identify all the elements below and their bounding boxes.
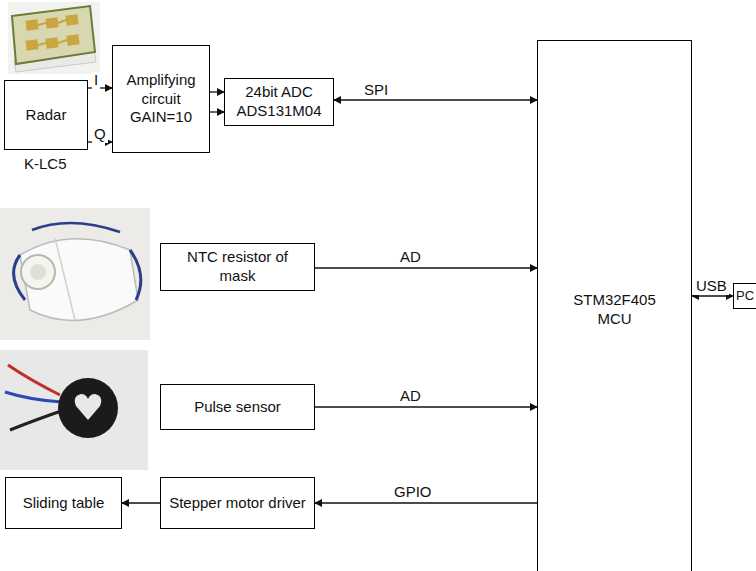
- box-label: Sliding table: [23, 494, 105, 513]
- signal-label: GPIO: [392, 484, 434, 501]
- ntc-box: NTC resistor of mask: [160, 243, 315, 291]
- box-label: Pulse sensor: [194, 398, 281, 417]
- adc-box: 24bit ADC ADS131M04: [224, 78, 334, 126]
- signal-arrow: [122, 502, 160, 503]
- text-group: Amplifying circuit GAIN=10: [117, 71, 205, 127]
- signal-arrow: [692, 295, 733, 296]
- model-label: K-LC5: [22, 156, 69, 173]
- signal-arrow: [315, 406, 537, 407]
- mask-photo: [0, 208, 150, 340]
- motor-driver-box: Stepper motor driver: [160, 477, 315, 529]
- pulse-sensor-photo: [0, 350, 148, 470]
- text-group: Stepper motor driver: [169, 494, 306, 513]
- text-group: Radar: [26, 106, 67, 125]
- signal-label: SPI: [362, 82, 390, 99]
- signal-label: USB: [694, 278, 729, 295]
- text-group: NTC resistor of mask: [168, 248, 308, 286]
- radar-photo: [8, 2, 100, 74]
- amplifier-box: Amplifying circuit GAIN=10: [112, 45, 210, 153]
- signal-arrow: [210, 91, 224, 92]
- text-group: 24bit ADC ADS131M04: [229, 83, 329, 121]
- box-label: NTC resistor of mask: [168, 248, 308, 286]
- pulse-sensor-box: Pulse sensor: [160, 384, 315, 430]
- signal-label: AD: [398, 249, 423, 266]
- box-label: PC: [736, 288, 754, 304]
- box-label: Amplifying circuit GAIN=10: [117, 71, 205, 127]
- pc-box: PC: [733, 283, 756, 309]
- mcu-box: STM32F405 MCU: [537, 40, 692, 571]
- text-group: Pulse sensor: [194, 398, 281, 417]
- signal-label: I: [92, 72, 100, 89]
- radar-box: Radar: [4, 80, 88, 150]
- box-label: STM32F405 MCU: [569, 291, 661, 329]
- signal-label: AD: [398, 388, 423, 405]
- signal-arrow: [315, 267, 537, 268]
- text-group: STM32F405 MCU: [569, 291, 661, 329]
- signal-arrow: [315, 502, 537, 503]
- signal-arrow: [334, 99, 537, 100]
- text-group: PC: [736, 288, 754, 304]
- box-label: Radar: [26, 106, 67, 125]
- text-group: Sliding table: [23, 494, 105, 513]
- box-label: Stepper motor driver: [169, 494, 306, 513]
- signal-label: Q: [92, 126, 108, 143]
- signal-arrow: [210, 111, 224, 112]
- box-label: 24bit ADC ADS131M04: [229, 83, 329, 121]
- sliding-table-box: Sliding table: [5, 477, 122, 529]
